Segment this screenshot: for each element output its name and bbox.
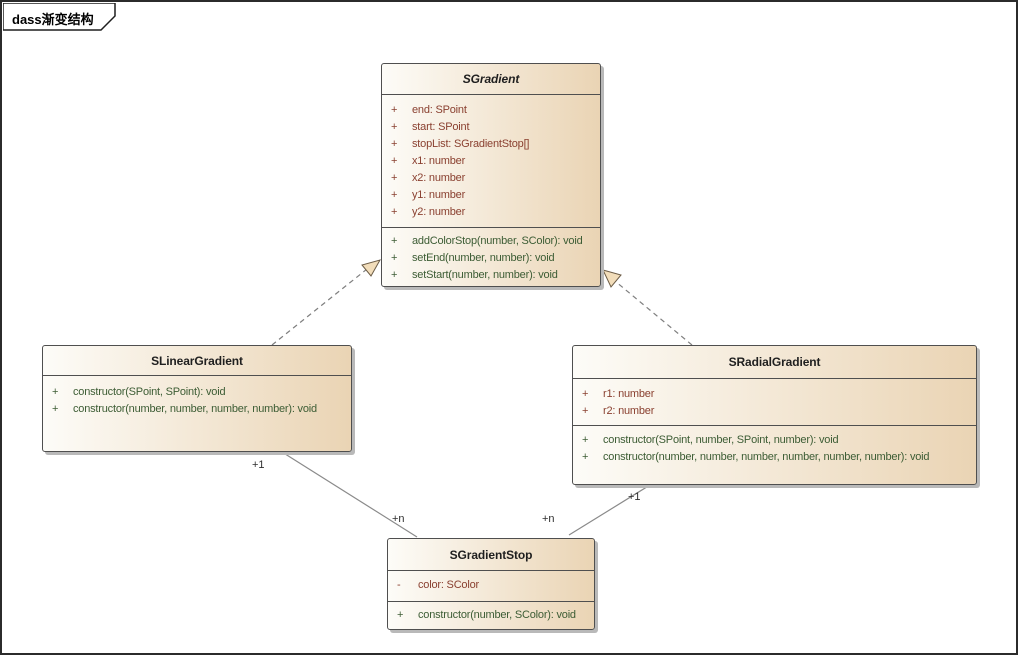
visibility-symbol: + <box>391 121 398 133</box>
generalization-arrowhead <box>602 269 622 288</box>
member-text: constructor(SPoint, number, SPoint, numb… <box>603 434 839 446</box>
class-sgradient[interactable]: SGradient + end: SPoint + start: SPoint + sto… <box>381 63 601 287</box>
class-title: SLinearGradient <box>43 346 351 376</box>
class-sgradientstop[interactable]: SGradientStop - color: SColor + constructo… <box>387 538 595 630</box>
member-text: stopList: SGradientStop[] <box>412 138 530 150</box>
methods-compartment: + addColorStop(number, SColor): void + setE… <box>382 228 600 287</box>
visibility-symbol: + <box>391 206 398 218</box>
member-text: x1: number <box>412 155 466 167</box>
visibility-symbol: + <box>582 388 589 400</box>
member-text: r1: number <box>603 388 655 400</box>
generalization-connector-linear[interactable] <box>271 259 382 346</box>
member-row: + end: SPoint <box>382 102 600 119</box>
member-row: + x1: number <box>382 153 600 170</box>
methods-compartment: + constructor(SPoint, number, SPoint, num… <box>573 426 976 484</box>
visibility-symbol: + <box>391 155 398 167</box>
member-row: + constructor(number, number, number, num… <box>573 449 976 466</box>
visibility-symbol: + <box>391 235 398 247</box>
member-row: + r2: number <box>573 403 976 420</box>
frame-tab-shape <box>3 3 116 31</box>
member-row: + constructor(SPoint, SPoint): void <box>43 384 351 401</box>
class-sradialgradient[interactable]: SRadialGradient + r1: number + r2: number +… <box>572 345 977 485</box>
multiplicity-label: +n <box>392 513 405 525</box>
generalization-arrowhead <box>361 259 382 277</box>
member-row: + stopList: SGradientStop[] <box>382 136 600 153</box>
multiplicity-label: +1 <box>628 491 641 503</box>
attributes-compartment: + r1: number + r2: number <box>573 379 976 426</box>
association-linear-stop[interactable] <box>281 451 418 538</box>
member-row: - color: SColor <box>388 577 594 594</box>
member-text: color: SColor <box>418 579 479 591</box>
visibility-symbol: + <box>391 138 398 150</box>
attributes-compartment: - color: SColor <box>388 571 594 602</box>
association-radial-stop[interactable] <box>568 484 651 536</box>
member-row: + constructor(number, number, number, num… <box>43 401 351 418</box>
visibility-symbol: + <box>391 189 398 201</box>
member-row: + x2: number <box>382 170 600 187</box>
diagram-frame-tab: dass渐变结构 <box>3 3 121 32</box>
member-row: + setStart(number, number): void <box>382 267 600 284</box>
member-text: constructor(number, number, number, numb… <box>603 451 930 463</box>
member-row: + constructor(SPoint, number, SPoint, num… <box>573 432 976 449</box>
member-text: end: SPoint <box>412 104 467 116</box>
member-row: + y2: number <box>382 204 600 221</box>
member-row: + r1: number <box>573 386 976 403</box>
multiplicity-label: +n <box>542 513 555 525</box>
visibility-symbol: + <box>397 609 404 621</box>
multiplicity-label: +1 <box>252 459 265 471</box>
methods-compartment: + constructor(number, SColor): void <box>388 602 594 629</box>
member-row: + start: SPoint <box>382 119 600 136</box>
member-text: setStart(number, number): void <box>412 269 558 281</box>
member-text: r2: number <box>603 405 655 417</box>
class-slineargradient[interactable]: SLinearGradient + constructor(SPoint, SPo… <box>42 345 352 452</box>
member-row: + y1: number <box>382 187 600 204</box>
visibility-symbol: - <box>397 579 401 591</box>
visibility-symbol: + <box>391 172 398 184</box>
visibility-symbol: + <box>391 252 398 264</box>
member-row: + constructor(number, SColor): void <box>388 607 594 624</box>
member-text: y1: number <box>412 189 466 201</box>
member-row: + addColorStop(number, SColor): void <box>382 233 600 250</box>
visibility-symbol: + <box>391 269 398 281</box>
class-title: SRadialGradient <box>573 346 976 379</box>
member-text: constructor(SPoint, SPoint): void <box>73 386 226 398</box>
visibility-symbol: + <box>391 104 398 116</box>
methods-compartment: + constructor(SPoint, SPoint): void + const… <box>43 376 351 451</box>
visibility-symbol: + <box>52 386 59 398</box>
member-text: x2: number <box>412 172 466 184</box>
class-title: SGradient <box>382 64 600 95</box>
generalization-connector-radial[interactable] <box>602 269 693 346</box>
diagram-title: dass渐变结构 <box>12 12 94 27</box>
visibility-symbol: + <box>582 405 589 417</box>
class-title: SGradientStop <box>388 539 594 571</box>
visibility-symbol: + <box>52 403 59 415</box>
member-text: constructor(number, SColor): void <box>418 609 576 621</box>
visibility-symbol: + <box>582 434 589 446</box>
member-text: addColorStop(number, SColor): void <box>412 235 583 247</box>
member-text: constructor(number, number, number, numb… <box>73 403 317 415</box>
member-text: start: SPoint <box>412 121 470 133</box>
member-text: y2: number <box>412 206 466 218</box>
member-text: setEnd(number, number): void <box>412 252 555 264</box>
visibility-symbol: + <box>582 451 589 463</box>
attributes-compartment: + end: SPoint + start: SPoint + stopList: SGr… <box>382 95 600 228</box>
member-row: + setEnd(number, number): void <box>382 250 600 267</box>
